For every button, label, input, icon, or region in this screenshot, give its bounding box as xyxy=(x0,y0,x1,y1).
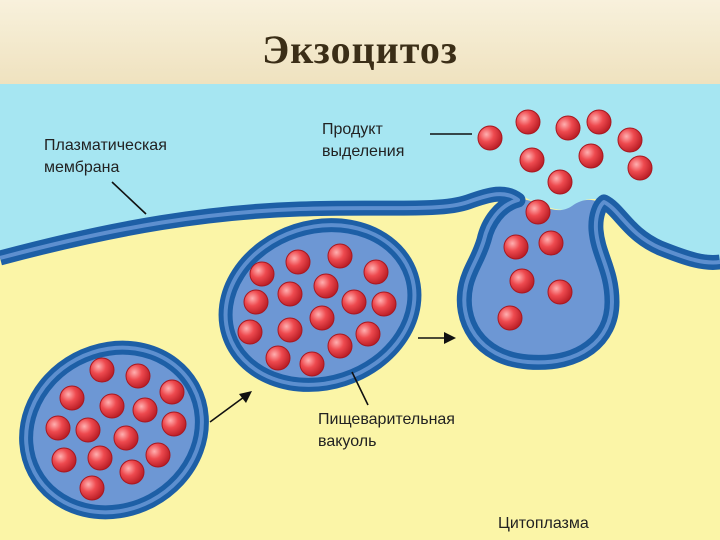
label-membrane-2: мембрана xyxy=(44,159,120,176)
slide-title: Экзоцитоз xyxy=(262,27,458,72)
granule xyxy=(547,279,573,305)
label-product-2: выделения xyxy=(322,143,404,160)
granule xyxy=(515,109,541,135)
granule xyxy=(547,169,573,195)
granule xyxy=(87,445,113,471)
granule xyxy=(371,291,397,317)
granule xyxy=(99,393,125,419)
granule xyxy=(477,125,503,151)
granule xyxy=(249,261,275,287)
granule xyxy=(51,447,77,473)
granule xyxy=(355,321,381,347)
granule xyxy=(519,147,545,173)
granule xyxy=(586,109,612,135)
granule xyxy=(313,273,339,299)
released-granules xyxy=(477,109,653,225)
granule xyxy=(285,249,311,275)
granule xyxy=(159,379,185,405)
label-membrane-1: Плазматическая xyxy=(44,137,167,154)
label-cytoplasm: Цитоплазма xyxy=(498,515,589,532)
arrow-to-middle xyxy=(209,391,252,423)
granule xyxy=(161,411,187,437)
granule xyxy=(503,234,529,260)
membrane-leader-line xyxy=(111,181,147,215)
granule xyxy=(525,199,551,225)
fusing-vesicle-granules xyxy=(497,230,573,331)
granule xyxy=(132,397,158,423)
granule xyxy=(299,351,325,377)
granule xyxy=(617,127,643,153)
granule xyxy=(538,230,564,256)
granule xyxy=(59,385,85,411)
granule xyxy=(363,259,389,285)
label-vacuole-1: Пищеварительная xyxy=(318,411,455,428)
granule xyxy=(277,317,303,343)
middle-vesicle-granules xyxy=(237,243,397,377)
granule xyxy=(309,305,335,331)
granule xyxy=(125,363,151,389)
granule xyxy=(327,333,353,359)
lower-vesicle-core xyxy=(24,345,204,515)
title-band: Экзоцитоз xyxy=(0,0,720,84)
granule xyxy=(113,425,139,451)
vacuole-leader-line xyxy=(351,371,369,406)
granule xyxy=(89,357,115,383)
plasma-membrane-core xyxy=(0,192,720,365)
granule xyxy=(265,345,291,371)
granule xyxy=(509,268,535,294)
granule xyxy=(79,475,105,501)
granule xyxy=(578,143,604,169)
granule xyxy=(341,289,367,315)
granule xyxy=(327,243,353,269)
granule xyxy=(237,319,263,345)
middle-vesicle-core xyxy=(223,223,417,387)
granule xyxy=(497,305,523,331)
granule xyxy=(145,442,171,468)
label-vacuole-2: вакуоль xyxy=(318,433,376,450)
granule xyxy=(555,115,581,141)
granule xyxy=(277,281,303,307)
arrow-to-fusing xyxy=(418,332,456,344)
granule xyxy=(243,289,269,315)
label-product-1: Продукт xyxy=(322,121,383,138)
granule xyxy=(45,415,71,441)
granule xyxy=(119,459,145,485)
granule xyxy=(75,417,101,443)
granule xyxy=(627,155,653,181)
lower-vesicle-granules xyxy=(45,357,187,501)
